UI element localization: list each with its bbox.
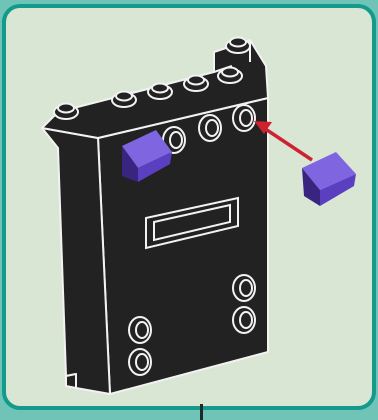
side-stud-hole	[233, 307, 255, 333]
side-stud-hole	[233, 275, 255, 301]
side-stud-hole	[199, 115, 221, 141]
side-stud-hole	[129, 317, 151, 343]
side-stud-hole	[129, 349, 151, 375]
side-stud-hole	[233, 105, 255, 131]
panel-tab	[200, 404, 203, 420]
brick-bottom-notch	[66, 374, 76, 388]
